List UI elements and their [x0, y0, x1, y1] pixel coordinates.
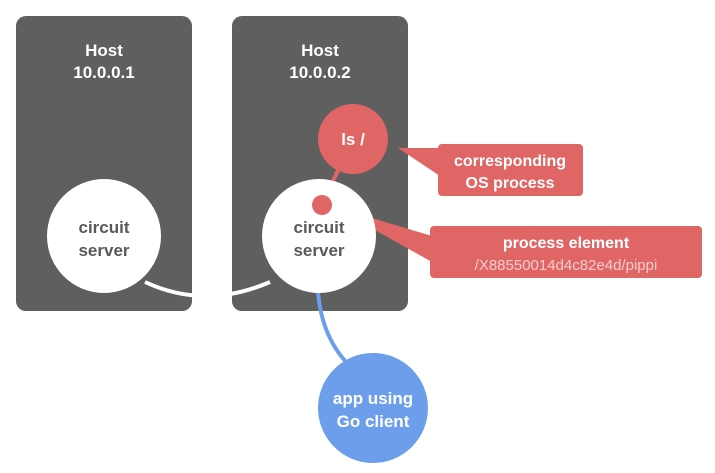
callout-os-process — [438, 144, 583, 196]
host-1-title: Host — [85, 41, 123, 60]
callout-process-element — [430, 226, 702, 278]
os-process-label: ls / — [341, 130, 365, 149]
host-2-title: Host — [301, 41, 339, 60]
callout-os-line2: OS process — [466, 175, 555, 192]
app-client-line1: app using — [333, 389, 413, 408]
app-client-line2: Go client — [337, 412, 410, 431]
circuit-server-2 — [262, 179, 376, 293]
circuit-server-1-label-line2: server — [78, 241, 129, 260]
callout-element-title: process element — [503, 235, 630, 252]
circuit-server-2-label-line2: server — [293, 241, 344, 260]
app-client-circle — [318, 353, 428, 463]
circuit-server-2-label-line1: circuit — [293, 218, 344, 237]
os-process-circle — [318, 104, 388, 174]
process-element-dot — [312, 195, 332, 215]
server-link — [144, 280, 271, 298]
callout-element-path: /X88550014d4c82e4d/pippi — [475, 257, 658, 274]
callout-os-pointer — [398, 148, 440, 176]
host-2-address: 10.0.0.2 — [289, 63, 350, 82]
circuit-server-1-label-line1: circuit — [78, 218, 129, 237]
callout-os-line1: corresponding — [454, 153, 566, 170]
circuit-server-1 — [47, 179, 161, 293]
host-1-address: 10.0.0.1 — [73, 63, 134, 82]
